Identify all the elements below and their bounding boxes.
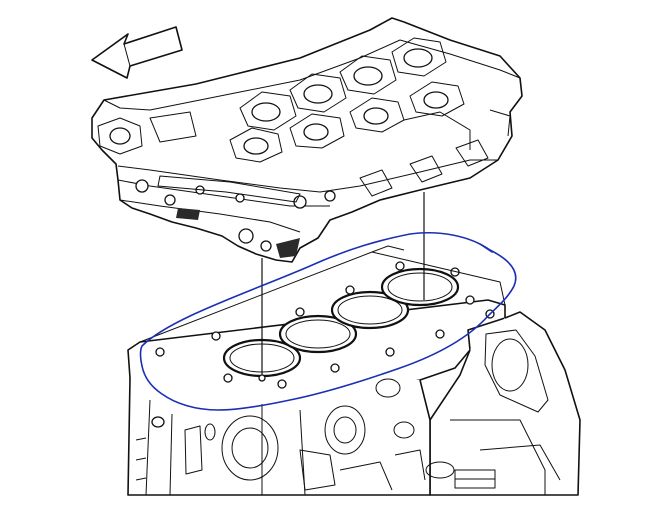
direction-arrow (91, 26, 183, 79)
alignment-lines (258, 192, 425, 382)
cylinder-head (91, 17, 523, 263)
engine-block (127, 261, 581, 496)
head-gasket (139, 245, 506, 343)
gasket-annotation-outline (139, 231, 517, 411)
